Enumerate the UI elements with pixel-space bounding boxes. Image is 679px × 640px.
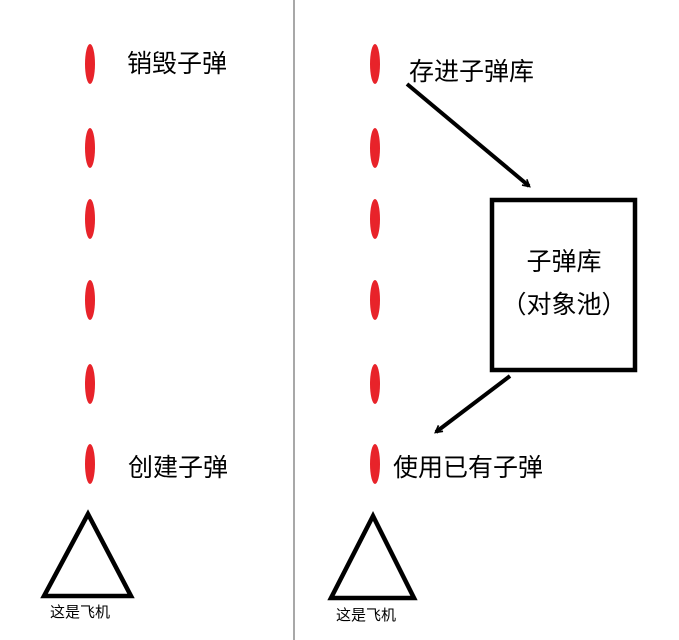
store-bullet-label: 存进子弹库 bbox=[409, 57, 534, 86]
bullet bbox=[370, 199, 380, 239]
bullet bbox=[85, 44, 95, 84]
bullet bbox=[85, 199, 95, 239]
store-arrow bbox=[405, 82, 529, 186]
bullet-pool-box bbox=[489, 197, 638, 373]
bullet bbox=[370, 444, 380, 484]
left-bullet-column bbox=[85, 44, 95, 484]
bullet bbox=[85, 128, 95, 168]
destroy-bullet-label: 销毁子弹 bbox=[127, 49, 227, 78]
bullet-pool-subtitle: （对象池） bbox=[501, 290, 626, 319]
bullet bbox=[370, 364, 380, 404]
bullet bbox=[370, 280, 380, 320]
bullet bbox=[85, 280, 95, 320]
bullet bbox=[85, 444, 95, 484]
right-panel: 存进子弹库 子弹库 （对象池） 使用已有子弹 这是飞机 bbox=[327, 44, 638, 624]
bullet bbox=[370, 128, 380, 168]
reuse-bullet-label: 使用已有子弹 bbox=[393, 453, 543, 482]
bullet bbox=[370, 44, 380, 84]
bullet-pool-title: 子弹库 bbox=[526, 247, 601, 276]
left-panel: 销毁子弹 创建子弹 这是飞机 bbox=[40, 44, 228, 621]
plane-triangle-icon bbox=[40, 509, 135, 599]
plane-triangle-icon bbox=[327, 511, 418, 601]
right-bullet-column bbox=[370, 44, 380, 484]
bullet bbox=[85, 364, 95, 404]
plane-label: 这是飞机 bbox=[336, 606, 396, 624]
reuse-arrow bbox=[436, 374, 512, 434]
plane-label: 这是飞机 bbox=[50, 603, 110, 621]
create-bullet-label: 创建子弹 bbox=[128, 453, 228, 482]
